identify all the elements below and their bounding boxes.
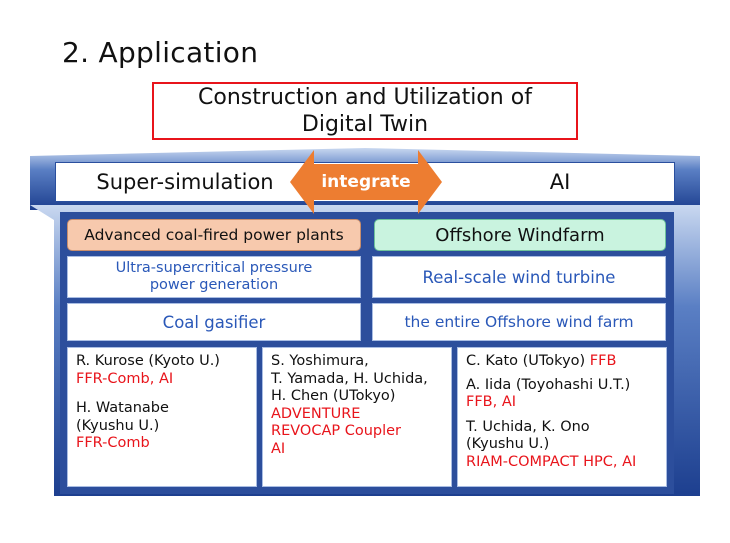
researcher-kato: C. Kato (UTokyo) FFB [466, 353, 666, 371]
researcher-chen: H. Chen (UTokyo) [271, 388, 396, 404]
researchers-wind-column: C. Kato (UTokyo) FFB A. Iida (Toyohashi … [457, 347, 667, 487]
researchers-coupling-column: S. Yoshimura, T. Yamada, H. Uchida, H. C… [262, 347, 452, 487]
usc-line1: Ultra-supercritical pressure [115, 260, 313, 276]
kurose-codes: FFR-Comb, AI [76, 370, 174, 387]
usc-line2: power generation [149, 277, 279, 293]
digital-twin-box: Construction and Utilization of Digital … [152, 82, 578, 140]
windfarm-tag: Offshore Windfarm [374, 219, 666, 251]
ai-label: AI [549, 170, 571, 194]
coal-gasifier-cell: Coal gasifier [67, 303, 361, 341]
uchida-ono-affiliation: (Kyushu U.) [466, 436, 550, 452]
kato-name: C. Kato (UTokyo) [466, 353, 586, 369]
offshore-farm-cell: the entire Offshore wind farm [372, 303, 666, 341]
usc-power-cell: Ultra-supercritical pressure power gener… [67, 256, 361, 298]
researcher-iida: A. Iida (Toyohashi U.T.) [466, 376, 631, 393]
super-simulation-label: Super-simulation [96, 170, 274, 194]
digital-twin-line1: Construction and Utilization of [198, 85, 532, 110]
researchers-coal-column: R. Kurose (Kyoto U.) FFR-Comb, AI H. Wat… [67, 347, 257, 487]
uchida-ono-codes: RIAM-COMPACT HPC, AI [466, 453, 637, 470]
digital-twin-line2: Digital Twin [301, 112, 429, 137]
iida-codes: FFB, AI [466, 394, 517, 410]
watanabe-codes: FFR-Comb [76, 435, 150, 451]
researcher-kurose: R. Kurose (Kyoto U.) [76, 353, 220, 369]
researchers-uchida-ono: T. Uchida, K. Ono [466, 418, 590, 435]
page-heading: 2. Application [62, 36, 259, 69]
researcher-watanabe: H. Watanabe [76, 400, 169, 416]
wind-turbine-cell: Real-scale wind turbine [372, 256, 666, 298]
integrate-label: integrate [321, 172, 411, 192]
code-ai: AI [271, 440, 286, 457]
researchers-yamada-uchida: T. Yamada, H. Uchida, [271, 370, 428, 387]
watanabe-affiliation: (Kyushu U.) [76, 417, 160, 434]
code-revocap: REVOCAP Coupler [271, 423, 402, 439]
coal-plant-tag: Advanced coal-fired power plants [67, 219, 361, 251]
code-adventure: ADVENTURE [271, 405, 361, 422]
kato-code: FFB [589, 353, 617, 369]
researcher-yoshimura: S. Yoshimura, [271, 353, 369, 369]
